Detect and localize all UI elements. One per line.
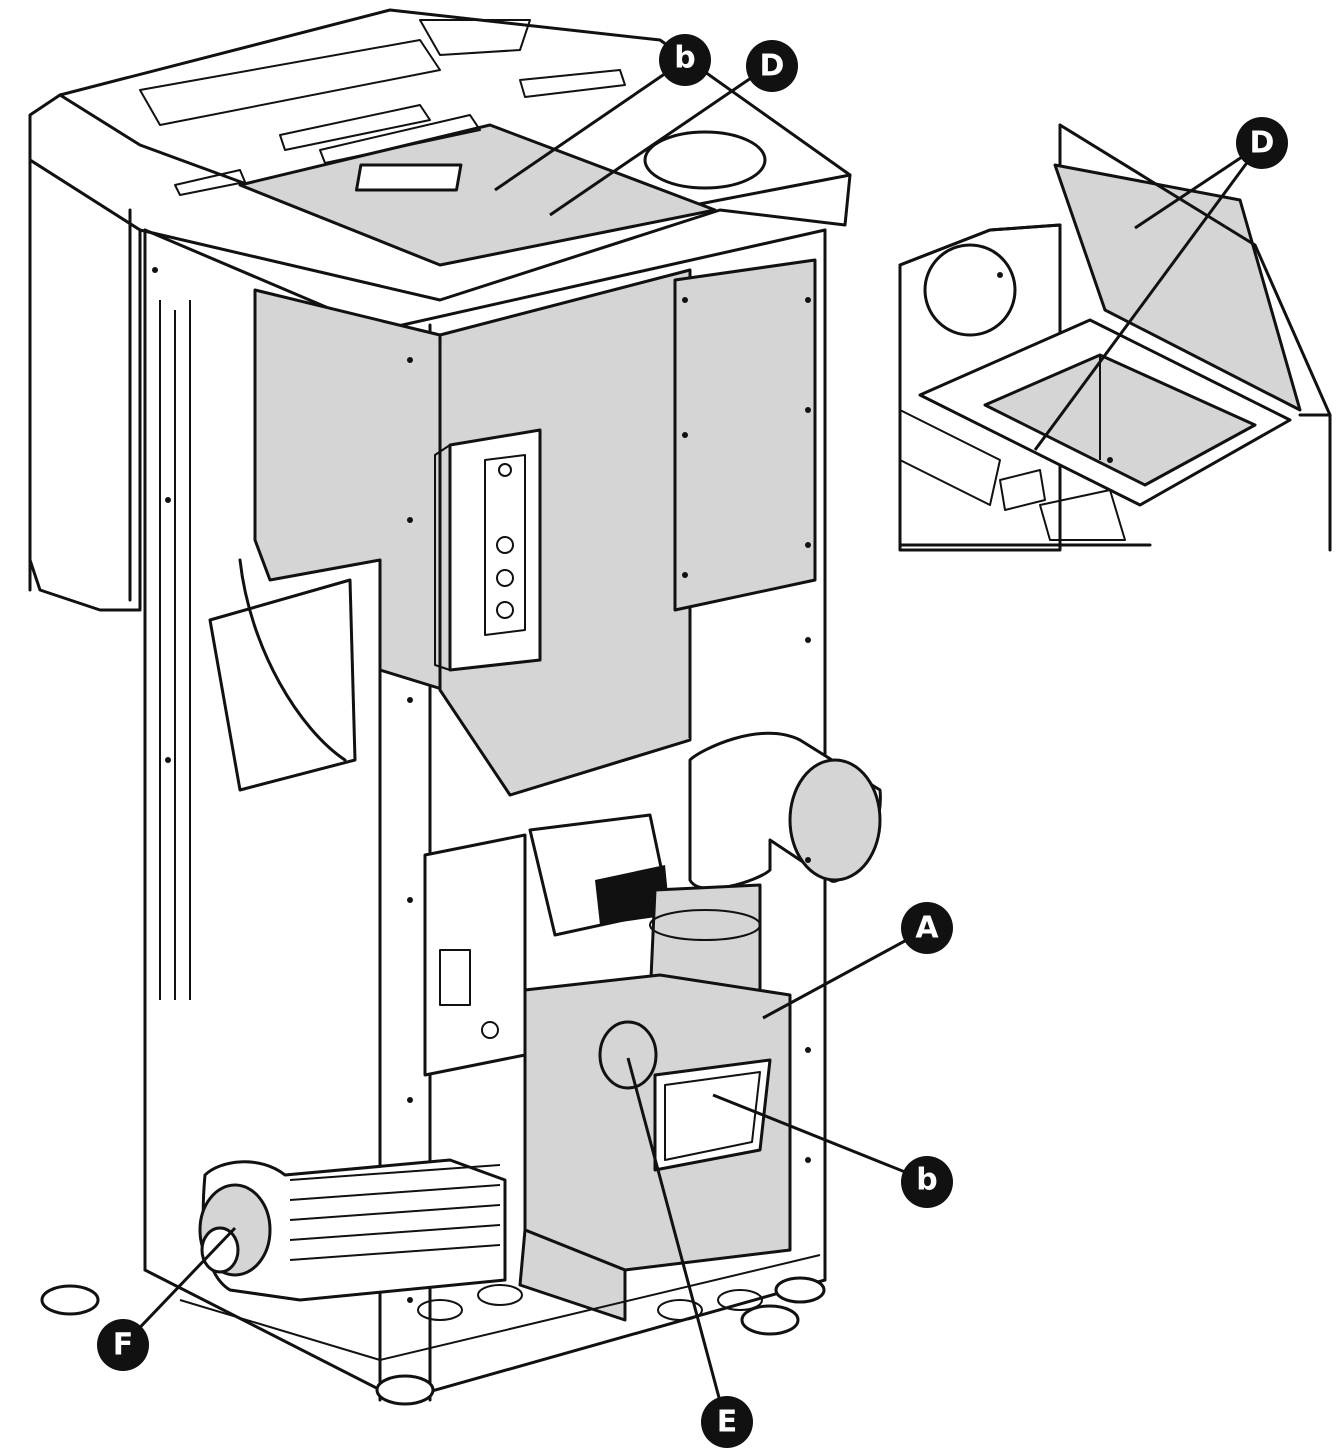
callout-d-inset-label: D xyxy=(1250,126,1275,161)
callout-f-label: F xyxy=(113,1328,134,1363)
callout-d-main: D xyxy=(746,40,798,92)
leader-lines xyxy=(123,58,1262,1421)
stove-rear-view xyxy=(28,8,882,1406)
callout-e-label: E xyxy=(717,1405,738,1440)
left-side-panel xyxy=(28,158,142,612)
callout-d-inset: D xyxy=(1236,117,1288,169)
screw-dots xyxy=(152,267,1113,1303)
callout-b-side-label: b xyxy=(916,1163,937,1198)
inset-detail xyxy=(898,123,1332,552)
inset-open-lid xyxy=(1053,163,1302,412)
callout-b-top: b xyxy=(659,34,711,86)
callout-b-side: b xyxy=(901,1156,953,1208)
callout-d-main-label: D xyxy=(760,49,785,84)
callout-a: A xyxy=(901,902,953,954)
callout-a-label: A xyxy=(915,911,939,946)
callout-b-top-label: b xyxy=(674,41,695,76)
callout-e: E xyxy=(701,1396,753,1448)
inspection-plate xyxy=(653,1058,772,1172)
callout-f: F xyxy=(97,1319,149,1371)
